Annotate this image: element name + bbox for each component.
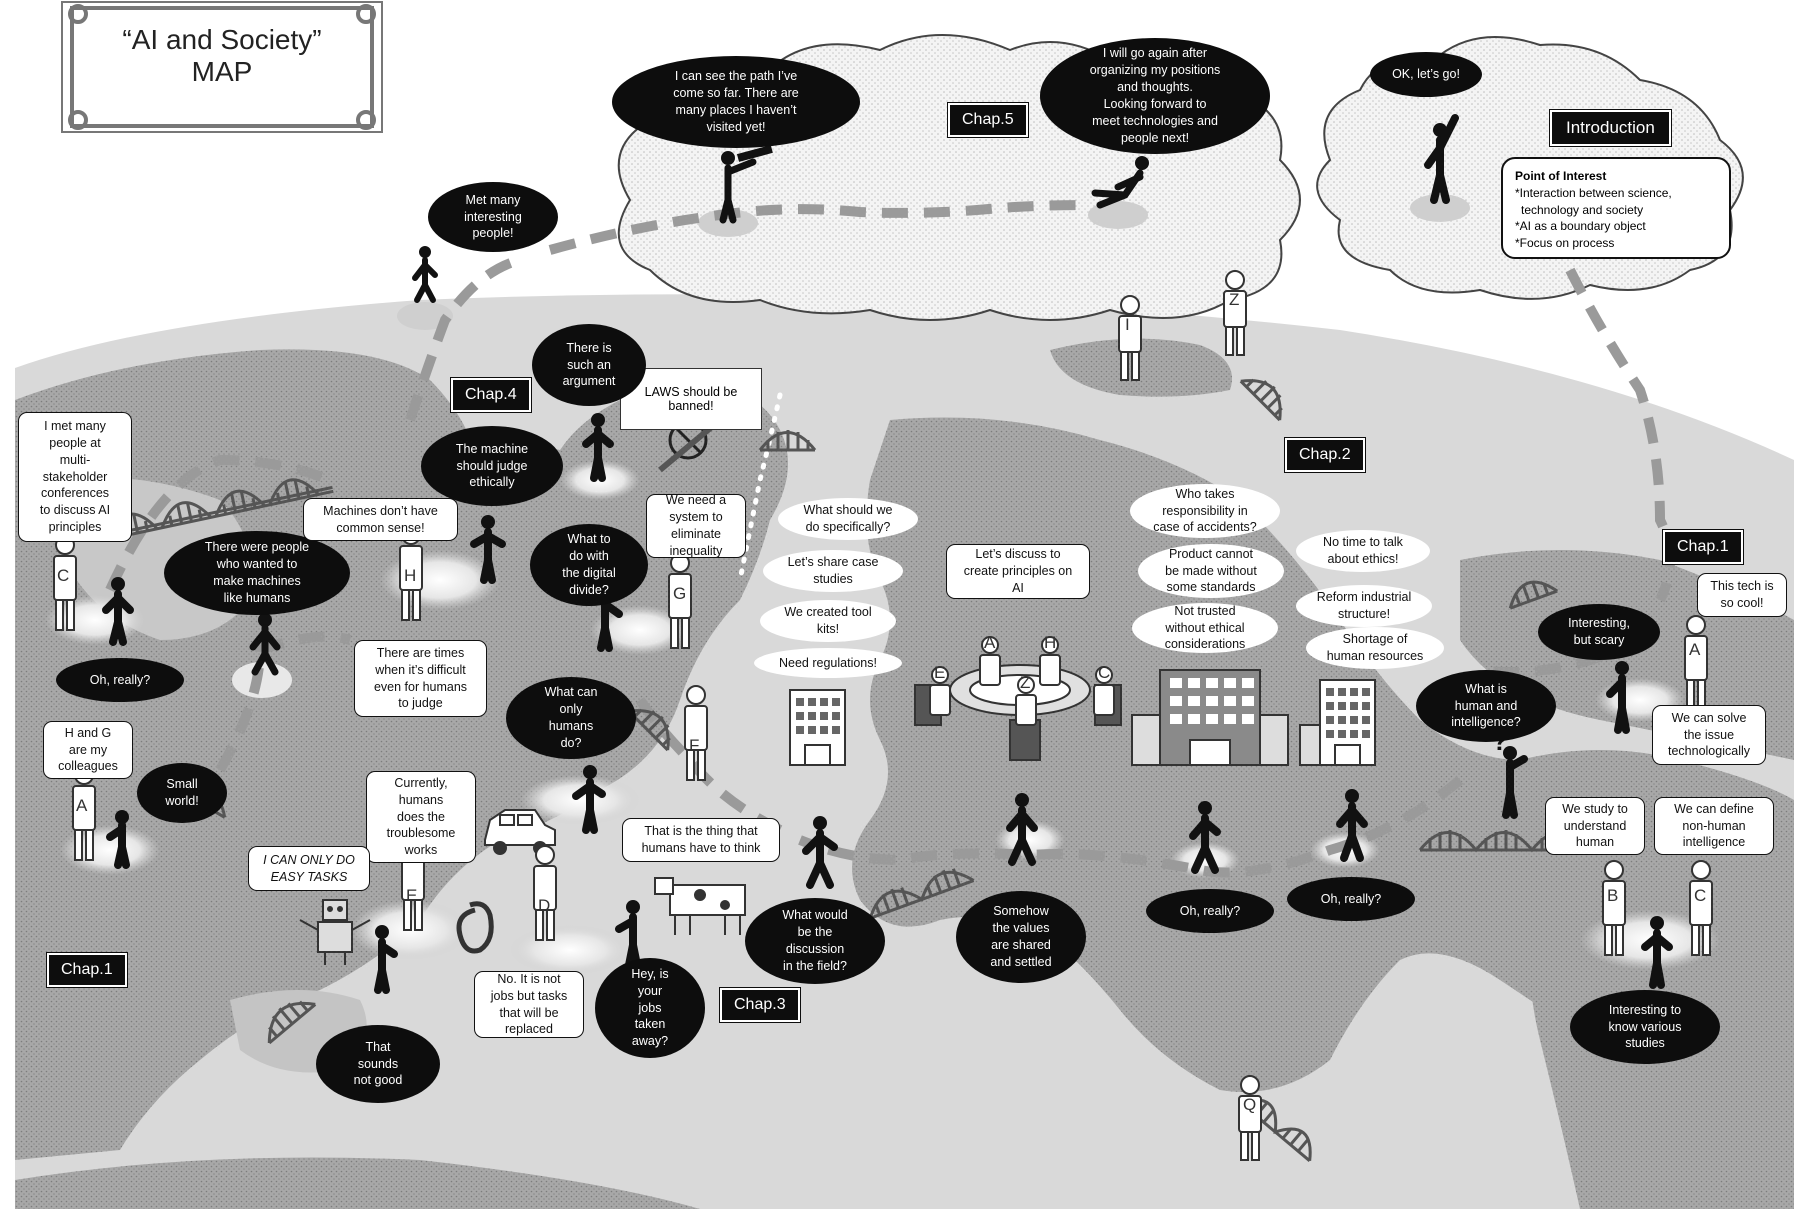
chap3[interactable]: Chap.3 (719, 987, 801, 1023)
speech-bubble: Oh, really? (1146, 889, 1274, 933)
chap4[interactable]: Chap.4 (450, 377, 532, 413)
people-figures (102, 114, 1673, 994)
figure-letter: Z (1229, 290, 1240, 309)
speech-bubble: Hey, is your jobs taken away? (595, 958, 705, 1058)
poi-item: technology and society (1521, 202, 1644, 217)
speech-bubble: What can only humans do? (506, 677, 636, 759)
rope-icon (456, 901, 494, 954)
speech-bubble: The machine should judge ethically (421, 426, 563, 506)
speech-bubble: Let’s discuss to create principles on AI (946, 544, 1090, 599)
speech-bubble: Not trusted without ethical consideratio… (1132, 603, 1278, 653)
figure-letter: B (1607, 886, 1619, 905)
speech-bubble: This tech is so cool! (1697, 573, 1787, 617)
bridges (106, 378, 1590, 1162)
figure-letter: D (538, 896, 551, 915)
title-frame (61, 1, 383, 133)
figure-letter: Z (1020, 673, 1031, 692)
speech-bubble: I met many people at multi- stakeholder … (18, 412, 132, 542)
speech-bubble: Product cannot be made without some stan… (1138, 544, 1284, 598)
speech-bubble: I will go again after organizing my posi… (1040, 38, 1270, 154)
speech-bubble: What would be the discussion in the fiel… (745, 898, 885, 984)
speech-bubble: Oh, really? (56, 658, 184, 702)
figure-letter: I (1125, 315, 1130, 334)
speech-bubble: We can solve the issue technologically (1652, 705, 1766, 765)
figure-letter: C (57, 566, 70, 585)
speech-bubble: Met many interesting people! (428, 182, 558, 252)
speech-bubble: There are times when it’s difficult even… (354, 640, 487, 717)
robot-icon (299, 899, 371, 965)
speech-bubble: We created tool kits! (760, 600, 896, 642)
speech-bubble: I can see the path I’ve come so far. The… (612, 56, 860, 148)
speech-bubble: H and G are my colleagues (43, 721, 133, 779)
figure-letter: A (76, 796, 88, 815)
speech-bubble: Let’s share case studies (763, 550, 903, 592)
title-line1: “AI and Society” (122, 24, 322, 55)
speech-bubble: Machines don’t have common sense! (303, 498, 458, 541)
figure-letter: F (689, 736, 700, 755)
speech-bubble: What should we do specifically? (778, 498, 918, 540)
speech-bubble: Somehow the values are shared and settle… (956, 891, 1086, 983)
speech-bubble: Shortage of human resources (1306, 627, 1444, 669)
chap1-left[interactable]: Chap.1 (46, 952, 128, 988)
chap5[interactable]: Chap.5 (947, 102, 1029, 138)
speech-bubble: No. It is not jobs but tasks that will b… (474, 971, 584, 1038)
poi-item: *Focus on process (1515, 236, 1615, 251)
title-line2: MAP (191, 56, 253, 87)
poi-heading: Point of Interest (1515, 169, 1607, 183)
speech-bubble: We study to understand human (1545, 797, 1645, 855)
lettered-figures (53, 270, 1713, 1161)
figure-letter: E (406, 886, 418, 905)
poi-item: *Interaction between science, (1515, 185, 1672, 200)
dotted-path (737, 392, 783, 583)
point-of-interest-box: Point of Interest *Interaction between s… (1501, 157, 1731, 259)
speech-bubble: What to do with the digital divide? (530, 524, 648, 606)
speech-bubble: Small world! (137, 763, 227, 823)
buildings (789, 669, 1376, 766)
laws-sign: LAWS should be banned! (620, 368, 762, 430)
speech-bubble: What is human and intelligence? (1416, 670, 1556, 742)
chap-introduction[interactable]: Introduction (1549, 109, 1672, 147)
speech-bubble: Interesting to know various studies (1570, 990, 1720, 1064)
figure-letter: E (934, 663, 946, 682)
speech-bubble: Oh, really? (1287, 877, 1415, 921)
figure-letter: A (984, 633, 996, 652)
figure-letter: G (673, 584, 687, 603)
figure-letter: C (1098, 663, 1111, 682)
speech-bubble: Who takes responsibility in case of acci… (1130, 484, 1280, 538)
speech-bubble: Need regulations! (754, 648, 902, 678)
speech-bubble: We can define non-human intelligence (1654, 797, 1774, 855)
figure-letter: C (1694, 886, 1707, 905)
speech-bubble: Currently, humans does the troublesome w… (366, 771, 476, 863)
figure-letter: H (404, 566, 417, 585)
speech-bubble: We need a system to eliminate inequality (646, 493, 746, 558)
speech-bubble: There were people who wanted to make mac… (164, 531, 350, 615)
speech-bubble: OK, let’s go! (1370, 52, 1482, 97)
map-title: “AI and Society” MAP (72, 24, 372, 88)
speech-bubble: That is the thing that humans have to th… (622, 818, 780, 862)
speech-bubble: I CAN ONLY DO EASY TASKS (248, 846, 370, 891)
chap1-right[interactable]: Chap.1 (1662, 529, 1744, 565)
figure-letter: H (1044, 633, 1057, 652)
speech-bubble: Interesting, but scary (1538, 604, 1660, 660)
cow-icon (654, 877, 746, 935)
speech-bubble: There is such an argument (532, 324, 646, 406)
figure-letter: Q (1243, 1095, 1257, 1114)
figure-letter: A (1689, 640, 1701, 659)
speech-bubble: No time to talk about ethics! (1296, 530, 1430, 572)
poi-item: *AI as a boundary object (1515, 219, 1646, 234)
speech-bubble: Reform industrial structure! (1296, 585, 1432, 627)
chap2[interactable]: Chap.2 (1284, 437, 1366, 473)
speech-bubble: That sounds not good (316, 1025, 440, 1103)
